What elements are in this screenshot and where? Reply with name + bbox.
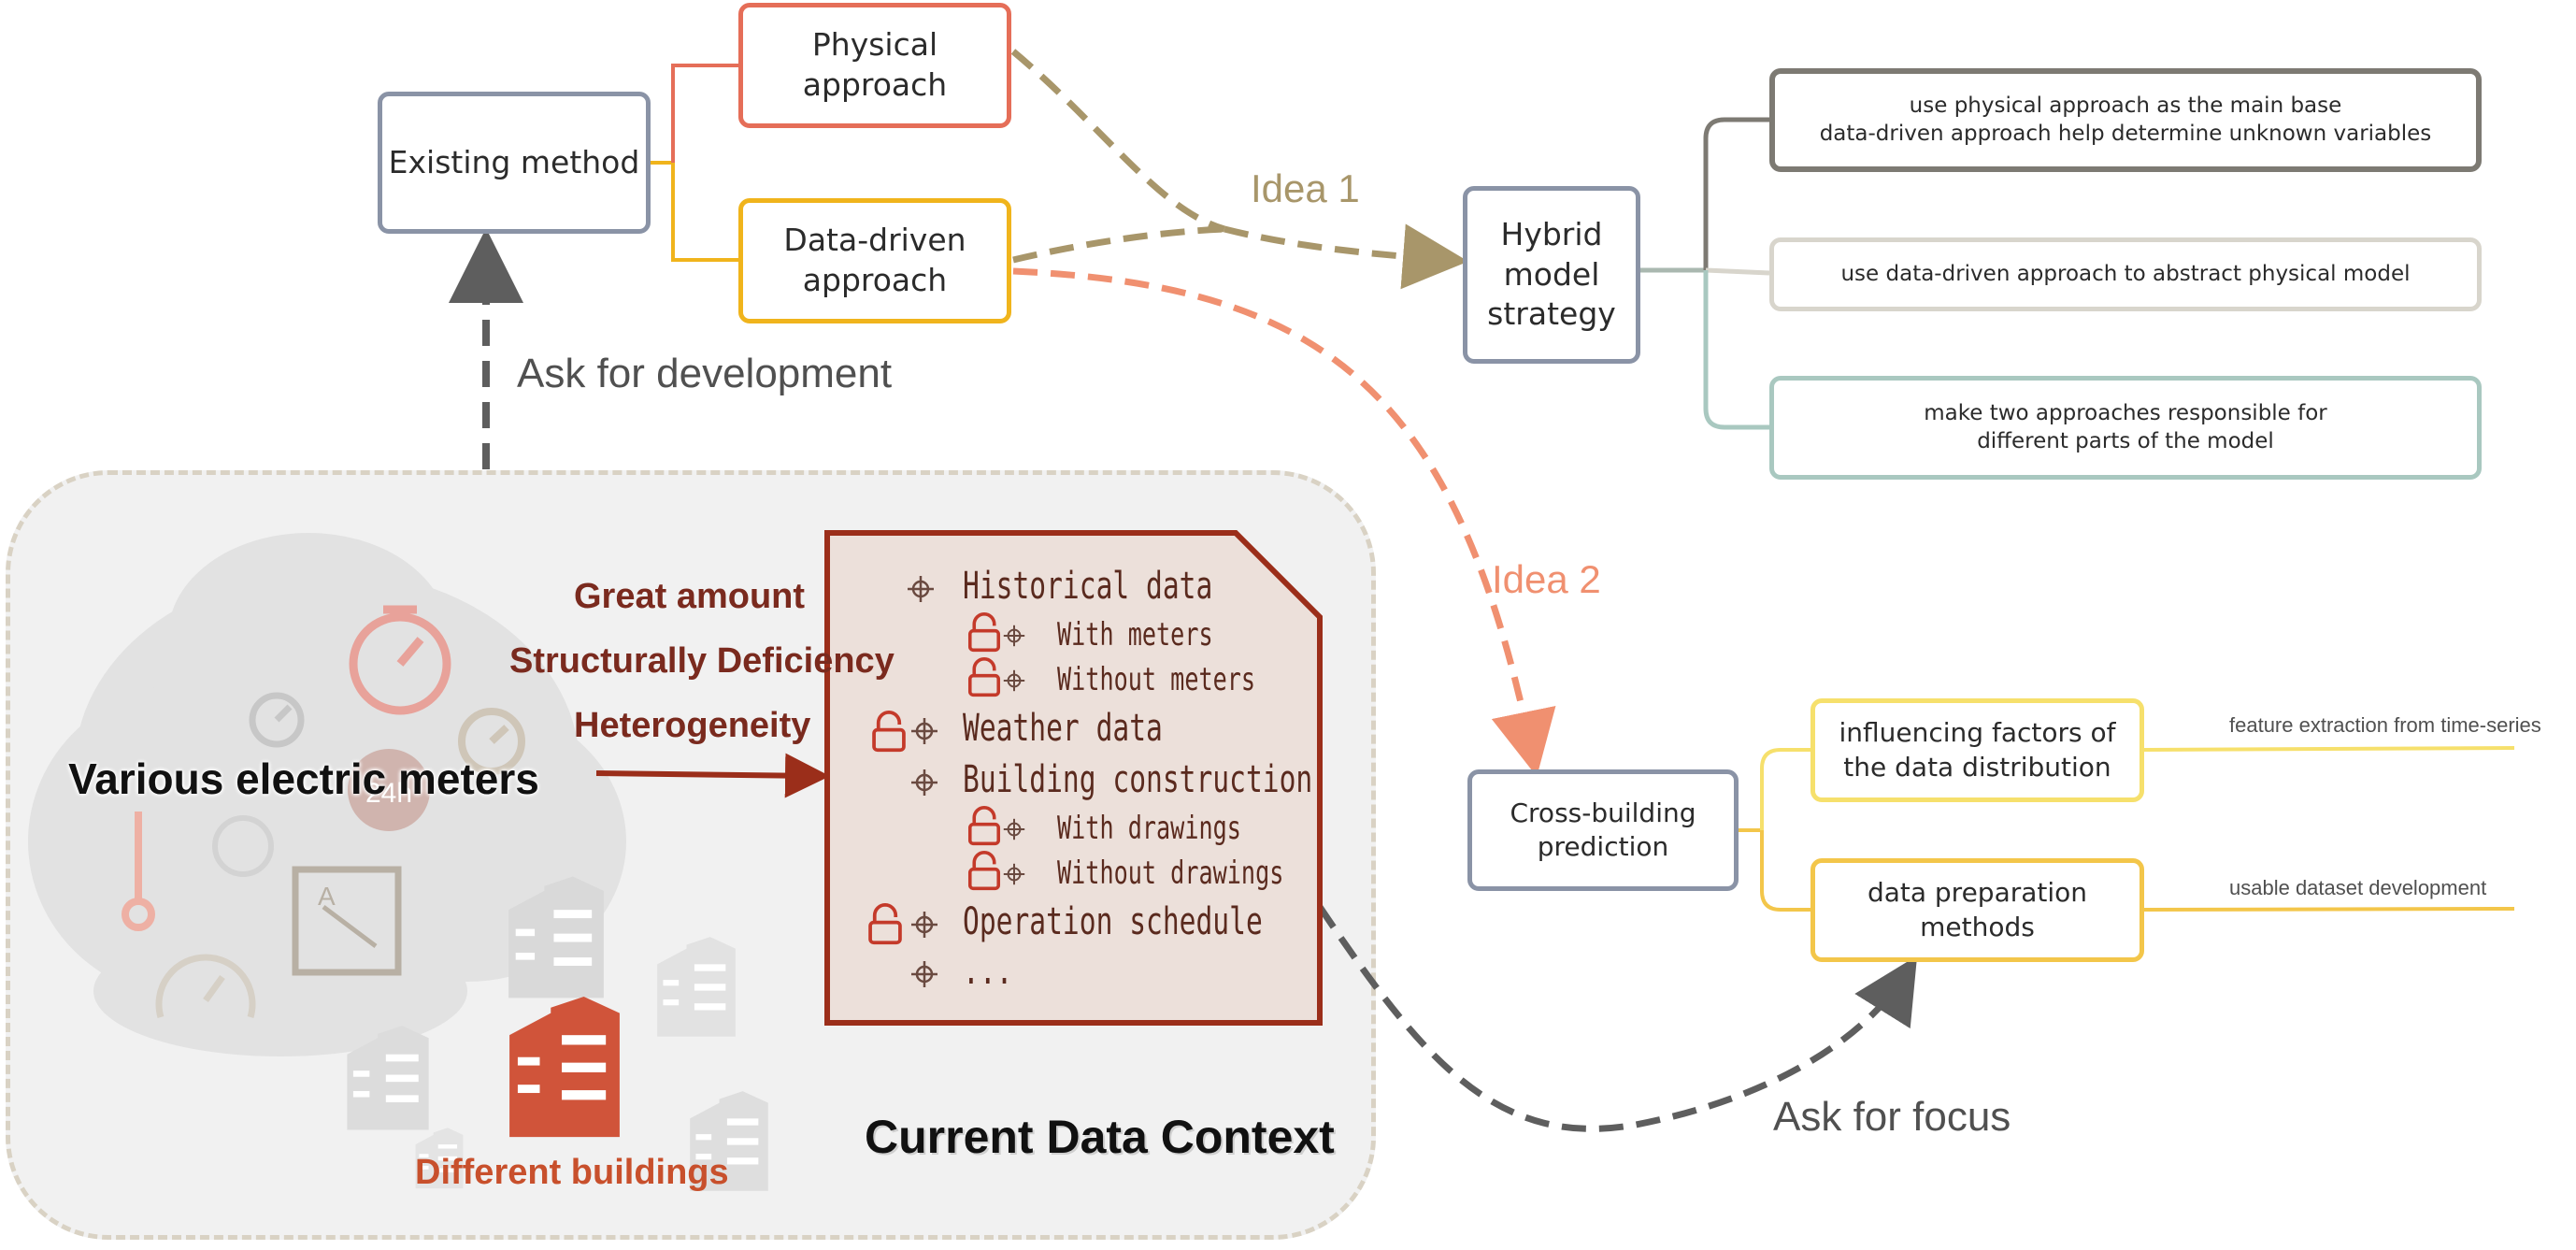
hybrid-option-2: use data-driven approach to abstract phy… [1769, 237, 2482, 311]
gauge-icon [458, 708, 525, 775]
timer-label: 24h [365, 778, 412, 809]
doc-item-historical-data: Historical data [963, 565, 1213, 608]
cross-building-prediction-node: Cross-building prediction [1467, 769, 1739, 891]
ammeter-icon: A [292, 866, 402, 976]
ask-for-development-label: Ask for development [517, 351, 893, 396]
idea-1-label: Idea 1 [1251, 166, 1360, 210]
data-driven-approach-node: Data-driven approach [738, 198, 1011, 323]
existing-method-connector [651, 64, 738, 262]
existing-method-node: Existing method [378, 92, 651, 234]
hybrid-connector [1640, 117, 1770, 430]
issue-great-amount: Great amount [574, 577, 806, 616]
idea-1-arrow [1010, 49, 1468, 290]
gauge-icon [212, 815, 274, 877]
doc-item-without-meters: Without meters [1057, 661, 1256, 698]
issues-arrow [595, 753, 830, 798]
idea-2-arrow [1012, 267, 1556, 777]
influencing-factors-node: influencing factors of the data distribu… [1810, 698, 2144, 802]
ask-for-focus-label: Ask for focus [1773, 1094, 2011, 1140]
building-icon [657, 937, 736, 1037]
cross-building-connector [1739, 746, 2515, 912]
hybrid-option-1: use physical approach as the main base d… [1769, 68, 2482, 172]
doc-item-operation-schedule: Operation schedule [963, 900, 1263, 943]
various-electric-meters-label: Various electric meters [68, 754, 539, 803]
doc-item-weather-data: Weather data [963, 707, 1163, 750]
hybrid-model-strategy-node: Hybrid model strategy [1463, 186, 1640, 364]
doc-item-without-drawings: Without drawings [1057, 855, 1284, 892]
data-preparation-node: data preparation methods [1810, 858, 2144, 962]
doc-item-more: ... [963, 950, 1013, 993]
ammeter-label: A [318, 882, 336, 911]
idea-2-label: Idea 2 [1492, 557, 1601, 601]
gauge-icon [155, 954, 256, 1018]
different-buildings-label: Different buildings [415, 1153, 729, 1192]
building-icon-highlighted [509, 996, 620, 1138]
physical-approach-node: Physical approach [738, 3, 1011, 128]
thermometer-icon [122, 812, 155, 931]
data-document [824, 530, 1323, 1026]
doc-item-with-drawings: With drawings [1057, 810, 1241, 847]
usable-dataset-label: usable dataset development [2229, 876, 2487, 899]
timer-24h-icon: 24h [348, 749, 430, 831]
doc-item-with-meters: With meters [1057, 616, 1213, 654]
issue-heterogeneity: Heterogeneity [574, 706, 811, 745]
doc-item-building-construction: Building construction [963, 758, 1313, 801]
stopwatch-icon [349, 605, 451, 715]
feature-extraction-label: feature extraction from time-series [2229, 713, 2541, 737]
current-data-context-title: Current Data Context [865, 1111, 1335, 1163]
gauge-icon [249, 692, 305, 748]
hybrid-option-3: make two approaches responsible for diff… [1769, 376, 2482, 480]
issue-structural-deficiency: Structurally Deficiency [509, 641, 894, 681]
